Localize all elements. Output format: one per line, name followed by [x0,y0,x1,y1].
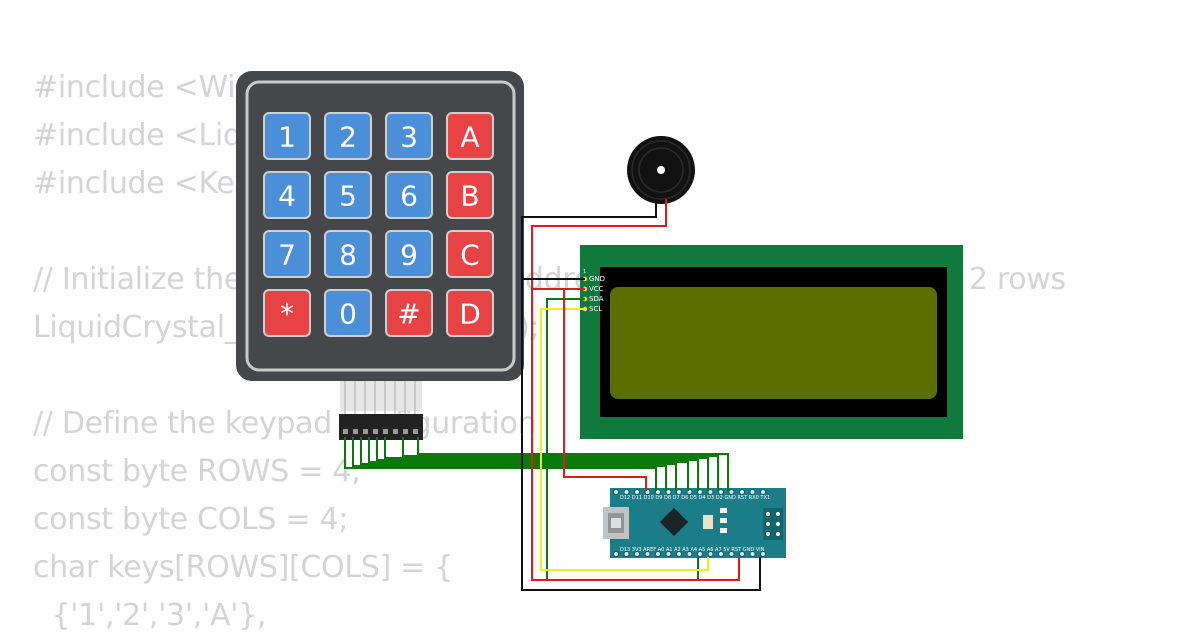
keypad-key-label: A [460,121,479,154]
keypad-key-label: 3 [400,121,418,154]
microcontroller-chip [659,507,689,537]
keypad-key-B[interactable]: B [446,171,494,219]
keypad-key-1[interactable]: 1 [263,112,311,160]
reset-button [703,515,713,529]
keypad-key-label: # [397,298,420,331]
led-indicator [720,508,727,513]
lcd-module[interactable]: 1 GND VCC SDA SCL [580,245,963,439]
keypad-key-label: C [460,239,480,272]
wire-green [402,437,719,491]
wire-gnd [521,199,761,591]
keypad-key-label: 2 [339,121,357,154]
ribbon-connector [339,414,423,440]
nano-top-pins [613,489,766,495]
keypad-key-label: 0 [339,298,357,331]
keypad-ribbon-cable [339,381,423,440]
arduino-nano[interactable]: D12 D11 D10 D9 D8 D7 D6 D5 D4 D3 D2 GND … [603,488,786,558]
keypad-key-A[interactable]: A [446,112,494,160]
wire-buzzer-positive [531,199,667,289]
keypad-key-C[interactable]: C [446,230,494,278]
keypad-key-6[interactable]: 6 [385,171,433,219]
wire-green [360,437,677,491]
keypad-key-8[interactable]: 8 [324,230,372,278]
nano-bottom-pins [613,551,766,557]
nano-bottom-pin-labels: D13 3V3 AREF A0 A1 A2 A3 A4 A5 A6 A7 5V … [620,547,765,553]
lcd-pin-sda: SDA [589,295,604,303]
keypad-frame [245,80,516,372]
buzzer-hole [657,166,665,174]
keypad-key-label: * [280,298,294,331]
led-indicator [720,518,727,523]
keypad-key-#[interactable]: # [385,289,433,337]
wire-green [344,437,657,491]
lcd-pin-one-label: 1 [583,269,586,275]
keypad-key-0[interactable]: 0 [324,289,372,337]
wire-scl [540,308,709,571]
lcd-pin-vcc: VCC [589,285,604,293]
code-line: const byte COLS = 4; [33,502,349,537]
code-line: char keys[ROWS][COLS] = { [33,550,454,585]
nano-board [610,488,786,558]
keypad-key-label: D [459,298,481,331]
wire-green [352,437,667,491]
keypad-key-7[interactable]: 7 [263,230,311,278]
code-line: // Define the keypad configuration [33,406,537,441]
usb-connector [603,507,629,539]
keypad-key-4[interactable]: 4 [263,171,311,219]
lcd-pin-scl: SCL [589,305,602,313]
keypad-4x4[interactable]: 1 2 3 A 4 5 6 B 7 8 9 C * 0 # D [236,71,524,440]
keypad-key-2[interactable]: 2 [324,112,372,160]
led-indicator [720,528,727,533]
keypad-key-label: 6 [400,180,418,213]
keypad-key-label: 9 [400,239,418,272]
wire-green [417,437,729,491]
buzzer[interactable] [627,136,695,204]
keypad-key-3[interactable]: 3 [385,112,433,160]
code-line: {'1','2','3','A'}, [33,598,267,633]
keypad-key-9[interactable]: 9 [385,230,433,278]
wire-green [368,437,689,491]
keypad-key-label: B [460,180,479,213]
keypad-key-label: 4 [278,180,296,213]
icsp-header [763,508,783,540]
wire-red-bottom [531,288,740,581]
lcd-pin-gnd: GND [589,275,605,283]
keypad-key-label: 7 [278,239,296,272]
code-line: const byte ROWS = 4; [33,454,361,489]
keypad-key-D[interactable]: D [446,289,494,337]
wires [344,199,761,591]
keypad-key-*[interactable]: * [263,289,311,337]
keypad-key-label: 5 [339,180,357,213]
keypad-key-label: 1 [278,121,296,154]
keypad-keys: 1 2 3 A 4 5 6 B 7 8 9 C * 0 # D [263,112,494,337]
lcd-screen [610,287,937,399]
keypad-key-label: 8 [339,239,357,272]
keypad-key-5[interactable]: 5 [324,171,372,219]
nano-top-pin-labels: D12 D11 D10 D9 D8 D7 D6 D5 D4 D3 D2 GND … [620,495,770,501]
wire-green [376,437,699,491]
wire-vcc [563,288,647,491]
